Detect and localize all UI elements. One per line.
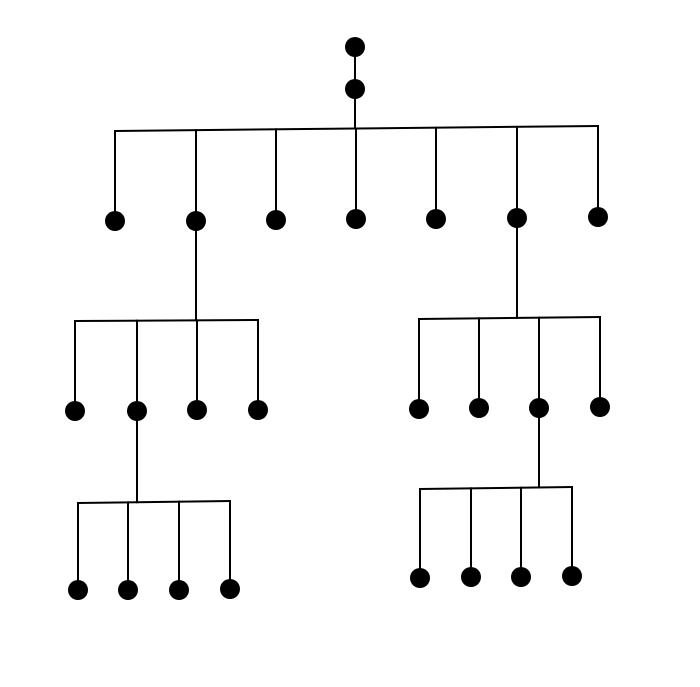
tree-node-n7 (507, 208, 527, 228)
tree-node-n16 (590, 397, 610, 417)
tree-node-n10 (127, 401, 147, 421)
tree-node-n23 (511, 567, 531, 587)
connector-bar-n7 (417, 315, 602, 321)
tree-node-n22 (461, 567, 481, 587)
tree-node-n8 (588, 207, 608, 227)
tree-node-n6 (426, 209, 446, 229)
tree-node-n17 (68, 580, 88, 600)
tree-node-n5 (346, 209, 366, 229)
tree-node-n11 (187, 400, 207, 420)
connector-bar-n3 (73, 318, 260, 323)
tree-node-n12 (248, 400, 268, 420)
tree-node-n1 (345, 79, 365, 99)
connector-bar-n10 (76, 499, 232, 505)
tree-node-n9 (65, 401, 85, 421)
tree-node-n4 (266, 210, 286, 230)
tree-node-n3 (186, 211, 206, 231)
tree-node-n20 (220, 579, 240, 599)
tree-edges (73, 46, 602, 591)
tree-nodes (65, 37, 610, 600)
tree-node-n0 (345, 37, 365, 57)
tree-node-n13 (409, 399, 429, 419)
connector-bar-n15 (418, 485, 574, 491)
tree-node-n19 (169, 580, 189, 600)
tree-node-n18 (118, 580, 138, 600)
tree-node-n24 (562, 566, 582, 586)
tree-node-n15 (529, 398, 549, 418)
tree-node-n14 (469, 398, 489, 418)
tree-node-n2 (105, 211, 125, 231)
tree-node-n21 (410, 568, 430, 588)
